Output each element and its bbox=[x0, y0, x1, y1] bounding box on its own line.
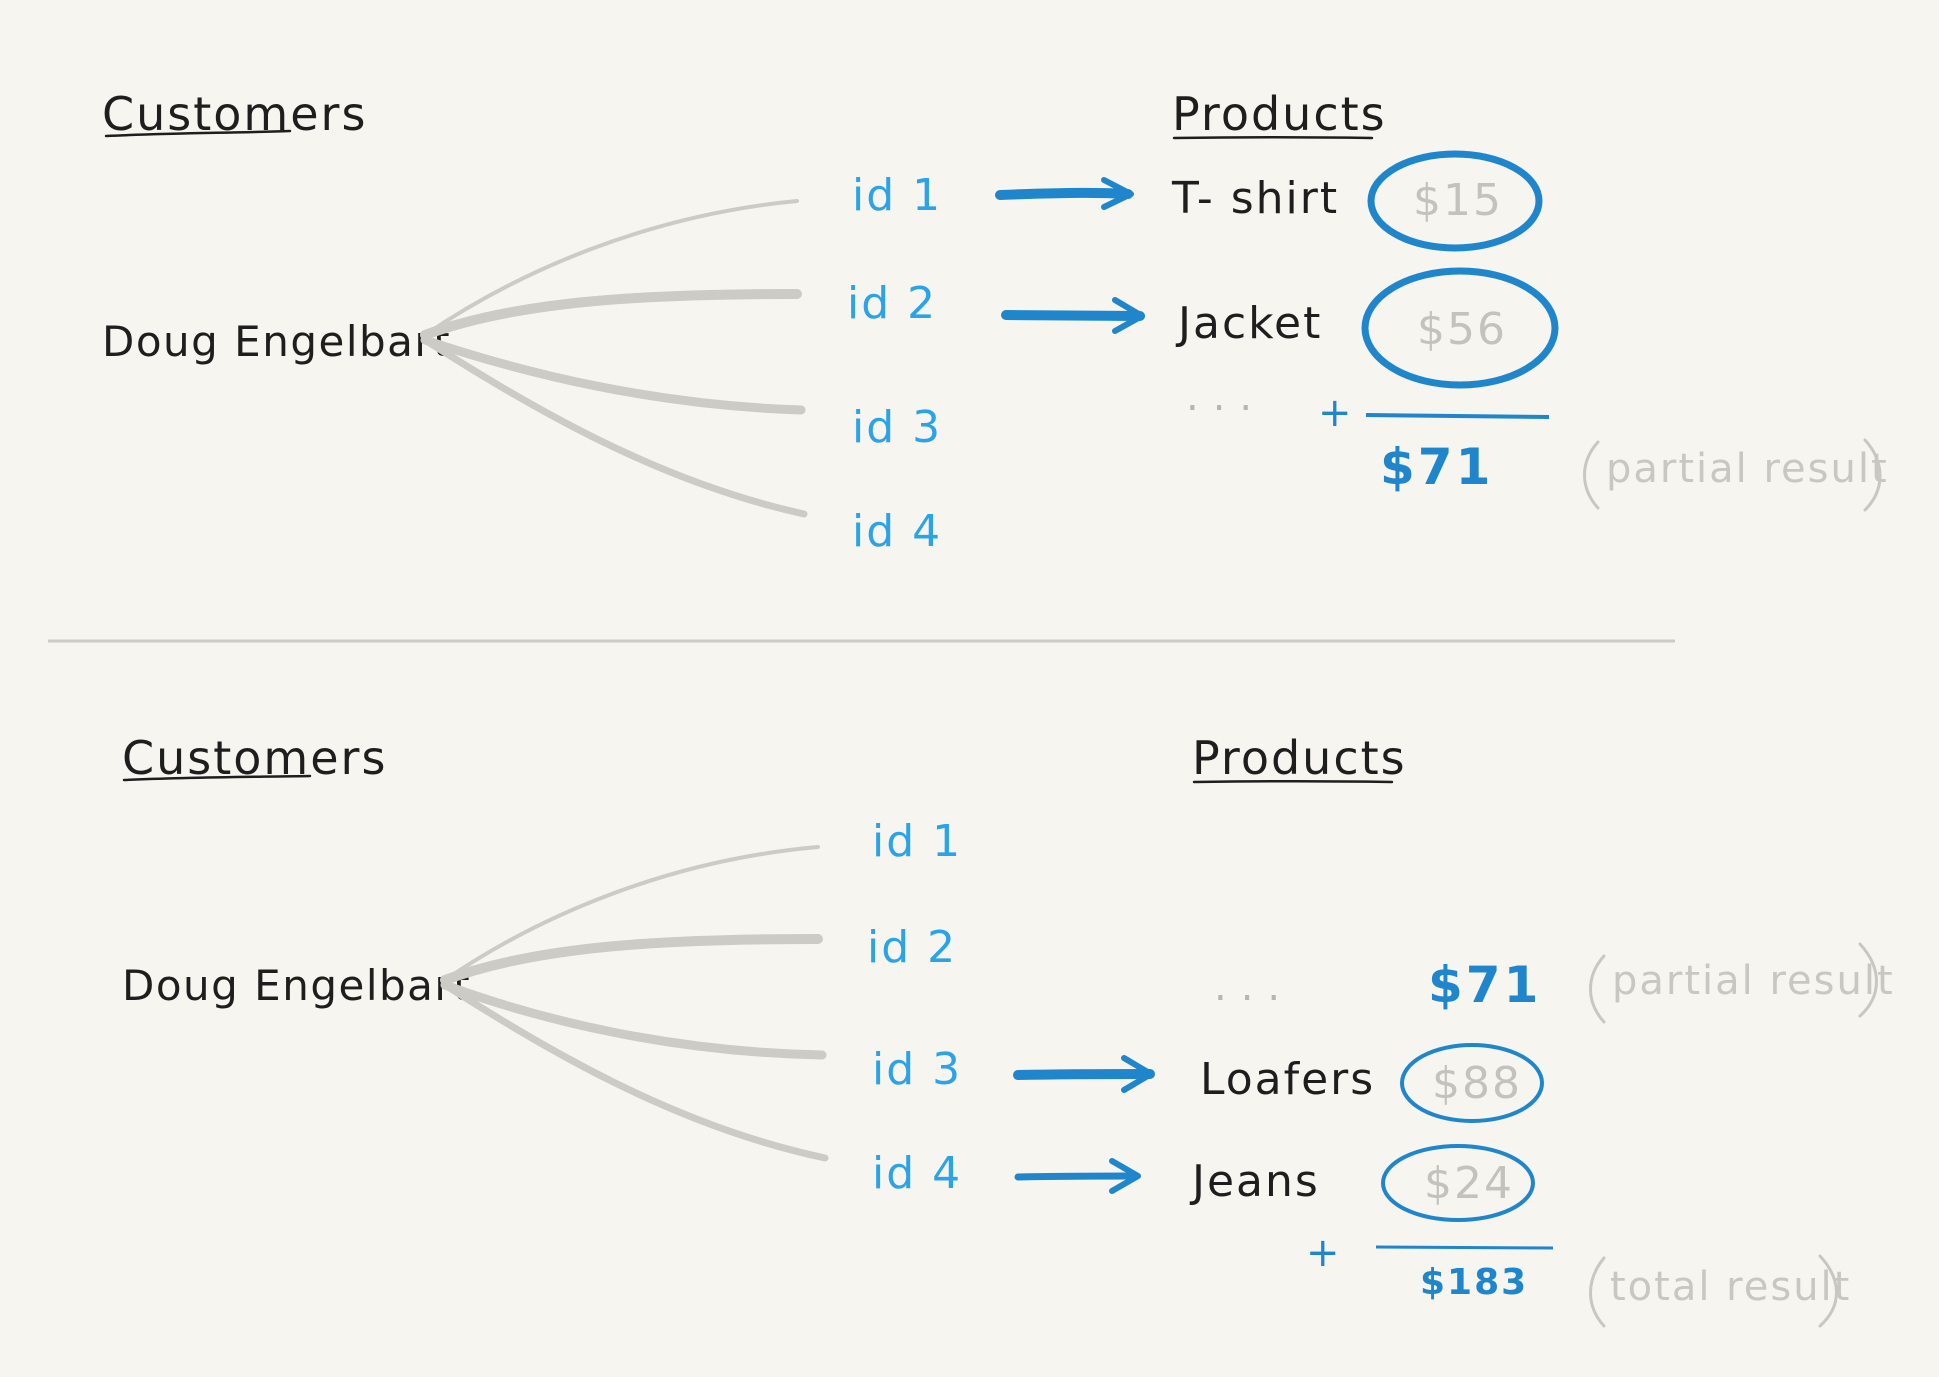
branch-id3 bbox=[440, 980, 827, 1060]
total-note-close-paren bbox=[1818, 1254, 1838, 1328]
branch-id1 bbox=[443, 845, 820, 982]
ellipsis: ... bbox=[1214, 964, 1294, 1010]
price-tshirt: $15 bbox=[1413, 175, 1503, 226]
price-circle-tshirt bbox=[1367, 150, 1543, 252]
sum-rule bbox=[1365, 413, 1550, 419]
arrow-id2-jacket bbox=[1001, 297, 1145, 334]
arrow-id3-loafers bbox=[1013, 1055, 1155, 1093]
branch-id4 bbox=[441, 981, 829, 1162]
id-3-label: id 3 bbox=[872, 1044, 962, 1095]
price-loafers: $88 bbox=[1432, 1058, 1522, 1109]
id-2-label: id 2 bbox=[867, 922, 957, 973]
total-note-open-paren bbox=[1589, 1256, 1606, 1328]
product-loafers: Loafers bbox=[1200, 1054, 1375, 1105]
plus-sign: + bbox=[1318, 390, 1352, 436]
carried-note-close-paren bbox=[1858, 942, 1878, 1018]
arrow-id1-tshirt bbox=[995, 177, 1134, 210]
id-4-label: id 4 bbox=[872, 1148, 962, 1199]
carried-partial-result-note: partial result bbox=[1612, 958, 1895, 1004]
product-jeans: Jeans bbox=[1189, 1156, 1320, 1207]
branch-id3 bbox=[420, 335, 806, 415]
sum-value: $183 bbox=[1420, 1262, 1528, 1303]
customers-underline bbox=[104, 129, 292, 138]
plus-sign: + bbox=[1306, 1230, 1340, 1276]
price-circle-jacket bbox=[1361, 267, 1559, 389]
products-underline bbox=[1172, 136, 1374, 140]
products-heading: Products bbox=[1172, 87, 1387, 141]
total-result-note: total result bbox=[1610, 1264, 1851, 1310]
products-underline bbox=[1192, 780, 1394, 784]
product-jacket: Jacket bbox=[1175, 298, 1322, 349]
partial-result-note: partial result bbox=[1606, 446, 1889, 492]
carried-note-open-paren bbox=[1589, 954, 1606, 1024]
ellipsis: ... bbox=[1186, 374, 1266, 420]
customer-name: Doug Engelbart bbox=[102, 317, 451, 366]
carried-sum-value: $71 bbox=[1428, 956, 1541, 1014]
arrow-id4-jeans bbox=[1014, 1158, 1141, 1194]
customers-underline bbox=[122, 774, 312, 782]
price-jeans: $24 bbox=[1424, 1158, 1514, 1209]
product-tshirt: T- shirt bbox=[1171, 173, 1339, 224]
sum-value: $71 bbox=[1380, 438, 1493, 496]
branch-id2 bbox=[420, 289, 802, 340]
branch-id1 bbox=[423, 199, 799, 337]
branch-id2 bbox=[440, 934, 823, 985]
sum-rule bbox=[1375, 1245, 1554, 1250]
id-3-label: id 3 bbox=[852, 402, 942, 453]
customer-name: Doug Engelbart bbox=[122, 961, 471, 1010]
price-jacket: $56 bbox=[1417, 304, 1507, 355]
id-2-label: id 2 bbox=[847, 278, 937, 329]
id-1-label: id 1 bbox=[852, 170, 942, 221]
products-heading: Products bbox=[1192, 731, 1407, 785]
id-4-label: id 4 bbox=[852, 506, 942, 557]
top-diagram: Customers Products Doug Engelbart id 1 i… bbox=[102, 87, 1889, 557]
branch-id4 bbox=[421, 336, 808, 518]
bottom-diagram: Customers Products Doug Engelbart id 1 i… bbox=[122, 731, 1895, 1328]
note-open-paren bbox=[1583, 440, 1600, 510]
price-circle-loafers bbox=[1400, 1043, 1544, 1123]
price-circle-jeans bbox=[1381, 1144, 1535, 1222]
id-1-label: id 1 bbox=[872, 816, 962, 867]
note-close-paren bbox=[1863, 438, 1882, 512]
